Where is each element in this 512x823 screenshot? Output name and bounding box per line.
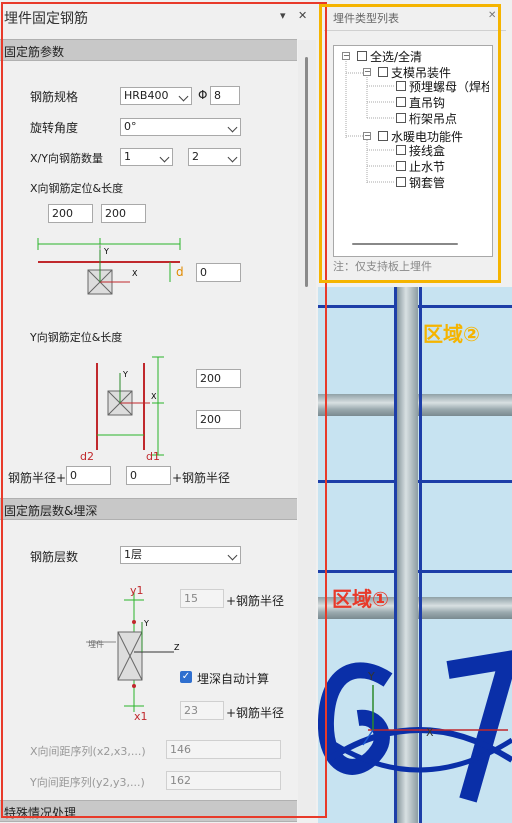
region-1-label: 区域① xyxy=(332,587,389,611)
angle-label: 旋转角度 xyxy=(30,121,79,135)
blue-line xyxy=(394,287,397,823)
checkbox-item[interactable] xyxy=(396,113,406,123)
checkbox-item[interactable] xyxy=(396,145,406,155)
x-axis-label: X xyxy=(426,726,434,739)
depth-diagram: Y Z xyxy=(86,592,180,712)
pin-icon[interactable]: ▾ xyxy=(280,9,286,22)
xseq-input[interactable]: 146 xyxy=(166,740,281,759)
d-label: d xyxy=(176,265,184,279)
tree-item-2[interactable]: 直吊钩 xyxy=(409,96,446,110)
section-header-layers[interactable]: 固定筋层数&埋深 xyxy=(0,498,297,520)
xpos-input-b[interactable]: 200 xyxy=(101,204,146,223)
diameter-input[interactable]: 8 xyxy=(210,86,240,105)
phi-symbol: Φ xyxy=(198,88,208,102)
support-note: 注：仅支持板上埋件 xyxy=(333,260,432,273)
checkbox-group-1[interactable] xyxy=(378,67,388,77)
x1-label: x1 xyxy=(134,710,148,723)
tree-lines xyxy=(345,57,395,183)
top-depth-suffix: +钢筋半径 xyxy=(226,594,285,608)
ypos-input-a[interactable]: 200 xyxy=(196,369,241,388)
y-axis-label: Y xyxy=(143,619,149,628)
d-input[interactable]: 0 xyxy=(196,263,241,282)
tree-item-6[interactable]: 钢套管 xyxy=(409,176,446,190)
horizontal-scrollbar[interactable] xyxy=(352,243,458,245)
collapse-icon[interactable]: − xyxy=(363,131,371,140)
checkbox-item[interactable] xyxy=(396,161,406,171)
auto-depth-checkbox[interactable]: ✓ xyxy=(180,671,192,683)
checkbox-group-2[interactable] xyxy=(378,131,388,141)
count-y-select[interactable]: 2 xyxy=(188,148,241,166)
xseq-label: X向间距序列(x2,x3,...) xyxy=(30,745,146,758)
xpos-label: X向钢筋定位&长度 xyxy=(30,182,124,195)
tree-group-2[interactable]: 水暖电功能件 xyxy=(391,130,464,144)
grade-label: 钢筋规格 xyxy=(30,90,79,104)
scrollbar-track[interactable] xyxy=(298,40,316,818)
d1-label: d1 xyxy=(146,450,160,463)
yseq-input[interactable]: 162 xyxy=(166,771,281,790)
layers-select[interactable]: 1层 xyxy=(120,546,241,564)
radius-input-left[interactable]: 0 xyxy=(66,466,111,485)
x-rebar-diagram: Y X xyxy=(37,238,181,295)
yseq-label: Y向间距序列(y2,y3,...) xyxy=(30,776,145,789)
collapse-icon[interactable]: − xyxy=(342,51,350,60)
y1-label: y1 xyxy=(130,584,144,597)
y-axis-label: Y xyxy=(367,670,375,683)
auto-depth-label: 埋深自动计算 xyxy=(197,672,270,686)
xpos-input-a[interactable]: 200 xyxy=(48,204,93,223)
close-icon[interactable]: ✕ xyxy=(298,9,308,22)
y-axis-label: Y xyxy=(122,370,128,379)
radius-label-left: 钢筋半径+ xyxy=(8,471,67,485)
x-axis-label: X xyxy=(132,269,138,278)
model-graphics: Y X xyxy=(318,650,512,803)
scrollbar-thumb[interactable] xyxy=(305,57,308,287)
y-rebar-diagram: Y X xyxy=(96,356,164,456)
top-depth-input[interactable]: 15 xyxy=(180,589,224,608)
z-axis-label: Z xyxy=(174,643,180,652)
bottom-depth-suffix: +钢筋半径 xyxy=(226,706,285,720)
tree-item-3[interactable]: 桁架吊点 xyxy=(409,112,458,126)
close-icon[interactable]: ✕ xyxy=(488,10,497,21)
embed-type-tree xyxy=(333,45,493,257)
x-axis-label: X xyxy=(151,392,157,401)
y-axis-label: Y xyxy=(103,247,109,256)
section-header-params[interactable]: 固定筋参数 xyxy=(0,39,297,61)
region-1-highlight xyxy=(1,2,327,818)
tree-item-select-all[interactable]: 全选/全清 xyxy=(370,50,423,64)
grade-select[interactable]: HRB400 xyxy=(120,87,192,105)
radius-label-right: +钢筋半径 xyxy=(172,471,231,485)
count-x-select[interactable]: 1 xyxy=(120,148,173,166)
panel-title: 埋件固定钢筋 xyxy=(4,11,88,27)
checkbox-select-all[interactable] xyxy=(357,51,367,61)
d2-label: d2 xyxy=(80,450,94,463)
region-2-highlight xyxy=(319,4,501,283)
fixed-rebar-panel: 埋件固定钢筋 ▾ ✕ 固定筋参数 钢筋规格 HRB400 Φ 8 旋转角度 0°… xyxy=(0,9,316,822)
count-label: X/Y向钢筋数量 xyxy=(30,152,103,165)
blue-line xyxy=(419,287,422,823)
ypos-input-b[interactable]: 200 xyxy=(196,410,241,429)
tree-item-4[interactable]: 接线盒 xyxy=(409,144,446,158)
angle-select[interactable]: 0° xyxy=(120,118,241,136)
checkbox-item[interactable] xyxy=(396,81,406,91)
divider xyxy=(324,30,506,31)
collapse-icon[interactable]: − xyxy=(363,67,371,76)
embed-type-title: 埋件类型列表 xyxy=(333,12,399,25)
layers-label: 钢筋层数 xyxy=(30,550,79,564)
region-2-label: 区域② xyxy=(423,322,480,346)
radius-input-right[interactable]: 0 xyxy=(126,466,171,485)
ypos-label: Y向钢筋定位&长度 xyxy=(30,331,123,344)
tree-item-1[interactable]: 预埋螺母（焊栓 xyxy=(409,80,489,94)
tree-group-1[interactable]: 支模吊装件 xyxy=(391,66,452,80)
embed-label: 埋件 xyxy=(88,640,104,649)
bottom-depth-input[interactable]: 23 xyxy=(180,701,224,720)
checkbox-item[interactable] xyxy=(396,97,406,107)
tree-item-5[interactable]: 止水节 xyxy=(409,160,446,174)
checkbox-item[interactable] xyxy=(396,177,406,187)
rebar-beam xyxy=(396,287,418,823)
